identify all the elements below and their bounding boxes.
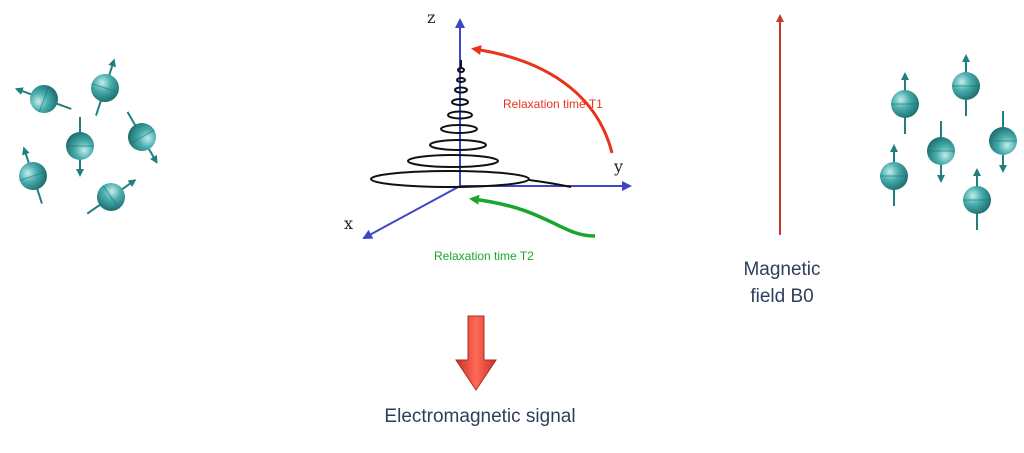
spin-icon bbox=[963, 168, 991, 230]
spin-icon bbox=[927, 121, 955, 183]
magnetic-field-line1: Magnetic bbox=[743, 259, 821, 280]
spin-icon bbox=[880, 144, 908, 206]
spin-icon bbox=[126, 111, 158, 164]
y-axis-label: y bbox=[614, 157, 624, 176]
spin-icon bbox=[891, 72, 919, 134]
t2-relaxation-arrow bbox=[469, 194, 596, 238]
spin-icon bbox=[952, 54, 980, 116]
magnetic-field-line2: field B0 bbox=[750, 286, 814, 307]
spin-icon bbox=[66, 117, 94, 177]
aligned-spins bbox=[880, 54, 1017, 230]
signal-label: Electromagnetic signal bbox=[384, 406, 576, 427]
magnetic-field-label: Magnetic field B0 bbox=[715, 256, 849, 310]
x-axis-label: x bbox=[344, 214, 354, 233]
spin-icon bbox=[989, 111, 1017, 173]
x-axis bbox=[362, 185, 461, 239]
random-spins bbox=[14, 58, 158, 215]
spin-icon bbox=[19, 146, 47, 204]
spin-icon bbox=[14, 85, 72, 113]
signal-arrow-icon bbox=[455, 315, 497, 391]
t2-label: Relaxation time T2 bbox=[434, 249, 534, 263]
t1-relaxation-arrow bbox=[471, 45, 614, 154]
spin-icon bbox=[91, 58, 119, 116]
z-axis-label: z bbox=[427, 8, 436, 27]
t1-label: Relaxation time T1 bbox=[503, 97, 603, 111]
spin-icon bbox=[86, 179, 137, 215]
precession-spiral bbox=[370, 60, 572, 188]
